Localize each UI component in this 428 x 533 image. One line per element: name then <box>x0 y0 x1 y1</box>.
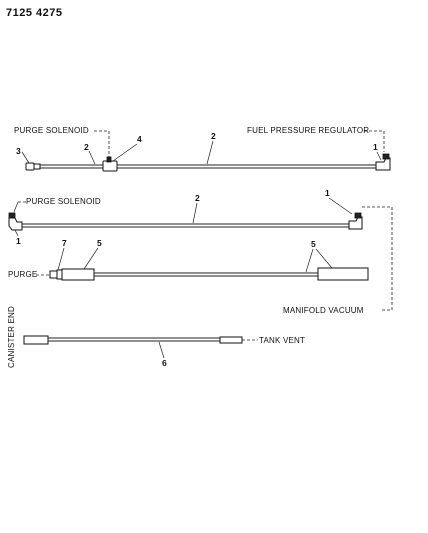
manifold-vacuum-leader <box>362 206 393 311</box>
callout-1: 1 <box>16 236 21 246</box>
callout-7: 7 <box>62 238 67 248</box>
callout-1: 1 <box>325 188 330 198</box>
label-purge-solenoid-mid: PURGE SOLENOID <box>26 197 101 206</box>
row4-left-end <box>23 335 49 345</box>
callout-2: 2 <box>211 131 216 141</box>
callout-6: 6 <box>162 358 167 368</box>
label-tank-vent: TANK VENT <box>259 336 305 345</box>
row3-left-hose <box>61 268 95 281</box>
callout-4: 4 <box>137 134 142 144</box>
callout-5: 5 <box>311 239 316 249</box>
callout-1: 1 <box>373 142 378 152</box>
row3-left-nozzle <box>49 269 63 280</box>
row1-left-connector <box>25 162 41 171</box>
callout-2: 2 <box>195 193 200 203</box>
label-fuel-pressure-regulator: FUEL PRESSURE REGULATOR <box>247 126 369 135</box>
row4-right-end <box>219 336 243 344</box>
callout-3: 3 <box>16 146 21 156</box>
row2-left-elbow <box>8 212 23 231</box>
label-purge-solenoid-top: PURGE SOLENOID <box>14 126 89 135</box>
purge-solenoid-leader-top <box>94 130 110 160</box>
label-purge: PURGE <box>8 270 37 279</box>
row3-right-hose <box>317 267 369 281</box>
row1-tee-fitting <box>102 156 118 172</box>
callout-5: 5 <box>97 238 102 248</box>
label-manifold-vacuum: MANIFOLD VACUUM <box>283 306 364 315</box>
label-canister-end: CANISTER END <box>7 306 16 368</box>
row1-elbow-fitting <box>375 153 391 171</box>
diagram-code: 7125 4275 <box>6 7 63 19</box>
fuel-pressure-regulator-leader <box>364 130 385 152</box>
callout-2: 2 <box>84 142 89 152</box>
row2-right-elbow <box>348 212 363 230</box>
